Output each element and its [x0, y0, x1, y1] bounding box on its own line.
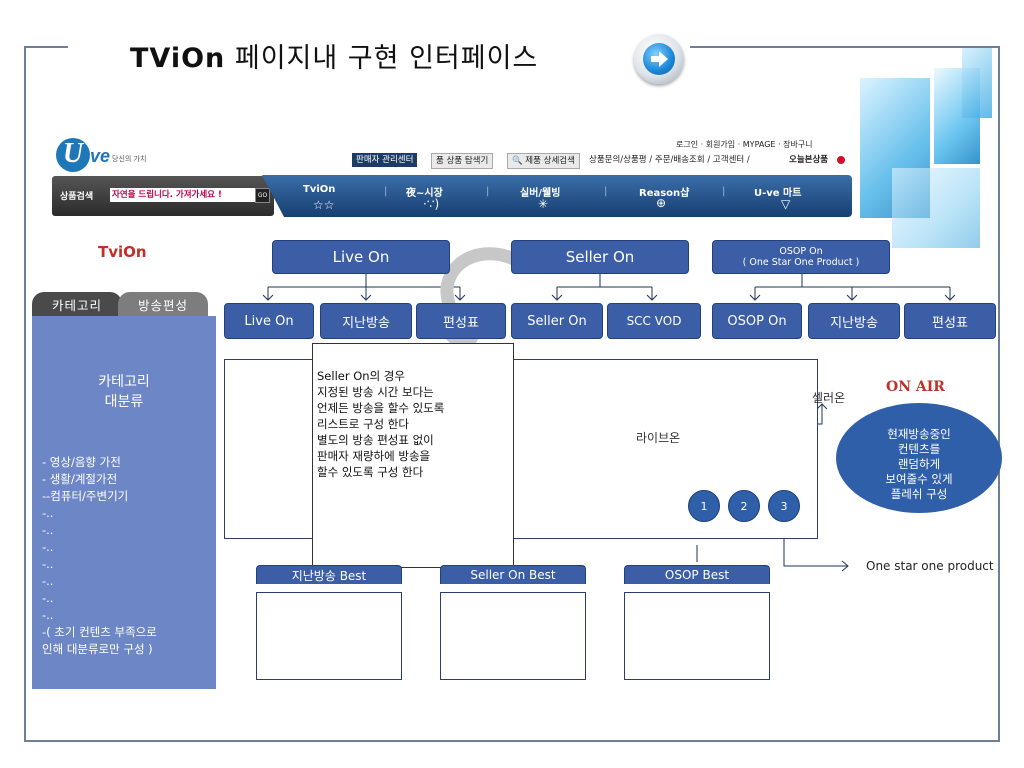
- osop-on-box[interactable]: OSOP On ( One Star One Product ): [712, 240, 890, 274]
- today-product-link[interactable]: 오늘본상품: [789, 155, 829, 165]
- next-arrow-button[interactable]: [634, 34, 684, 84]
- circle-1[interactable]: 1: [688, 490, 720, 522]
- nav-separator: |: [722, 186, 726, 197]
- search-bar: 상품검색 자연을 드립니다. 가져가세요 ! GO: [52, 176, 274, 216]
- nav-label: TviOn: [303, 184, 336, 195]
- nav-label: U-ve 마트: [754, 188, 802, 199]
- page-title: TViOn 페이지내 구현 인터페이스: [130, 36, 538, 75]
- frame-top-left: [24, 46, 68, 48]
- page-title-bold: TViOn: [130, 43, 226, 74]
- frame-bottom: [24, 740, 1000, 742]
- past-broadcast-best-tab[interactable]: 지난방송 Best: [256, 565, 402, 584]
- product-finder-button[interactable]: 품 상품 탐색기: [431, 153, 494, 169]
- nav-item-reason[interactable]: Reason샵: [639, 184, 689, 199]
- moon-icon: ·∵): [423, 197, 440, 211]
- note-line: 판매자 재량하에 방송을: [317, 449, 431, 463]
- seller-on-note: Seller On의 경우 지정된 방송 시간 보다는 언제든 방송을 할수 있…: [312, 343, 514, 568]
- osop-on-subtitle: ( One Star One Product ): [742, 257, 860, 268]
- page-title-rest: 페이지내 구현 인터페이스: [225, 43, 539, 74]
- seller-on-best-box[interactable]: [440, 592, 586, 680]
- osop-schedule-box[interactable]: 편성표: [904, 303, 996, 339]
- circle-2[interactable]: 2: [728, 490, 760, 522]
- detail-search-button[interactable]: 🔍 제품 상세검색: [507, 153, 580, 169]
- cart-icon: ▽: [781, 197, 791, 211]
- nav-separator: |: [486, 186, 490, 197]
- seller-center-button[interactable]: 판매자 관리센터: [352, 153, 418, 167]
- on-air-label: ON AIR: [886, 379, 945, 395]
- tvion-label: TviOn: [98, 243, 147, 261]
- frame-top-right: [690, 46, 1000, 48]
- circle-3[interactable]: 3: [768, 490, 800, 522]
- seller-on-label: 셀러온: [812, 391, 846, 405]
- past-broadcast-best-box[interactable]: [256, 592, 402, 680]
- tab-schedule[interactable]: 방송편성: [118, 292, 208, 316]
- nav-item-night-market[interactable]: 夜~시장: [406, 184, 443, 199]
- logo-tagline: 당신의 가치: [112, 155, 147, 163]
- decorative-cubes: [852, 48, 998, 248]
- nav-label: 夜~시장: [406, 188, 443, 199]
- scc-vod-box[interactable]: SCC VOD: [607, 303, 701, 339]
- note-line: 지정된 방송 시간 보다는: [317, 385, 434, 399]
- note-line: 리스트로 구성 한다: [317, 417, 409, 431]
- schedule-box[interactable]: 편성표: [416, 303, 506, 339]
- header-links[interactable]: 상품문의/상품평 / 주문/배송조회 / 고객센터 /: [589, 155, 750, 165]
- nav-separator: |: [384, 186, 388, 197]
- nav-item-uve-mart[interactable]: U-ve 마트: [754, 184, 801, 199]
- frame-right: [998, 46, 1000, 742]
- sidebar-category-list[interactable]: - 영상/음향 가전 - 생활/계절가전 --컴퓨터/주변기기 -.. -.. …: [42, 455, 157, 656]
- note-line: Seller On의 경우: [317, 369, 405, 383]
- today-product-icon: [837, 156, 845, 164]
- seller-on-best-tab[interactable]: Seller On Best: [440, 565, 586, 584]
- osop-on-title: OSOP On: [779, 246, 823, 257]
- on-air-oval: 현재방송중인 컨텐츠를 랜덤하게 보여줄수 있게 플레쉬 구성: [836, 403, 1002, 513]
- search-label: 상품검색: [60, 192, 94, 202]
- stars-icon: ☆☆: [313, 198, 335, 212]
- frame-left: [24, 46, 26, 742]
- seller-on-box[interactable]: Seller On: [511, 240, 689, 274]
- osop-on-sub-box[interactable]: OSOP On: [712, 303, 802, 339]
- on-air-description: 현재방송중인 컨텐츠를 랜덤하게 보여줄수 있게 플레쉬 구성: [885, 427, 953, 501]
- live-on-sub-box[interactable]: Live On: [224, 303, 314, 339]
- top-links[interactable]: 로그인 · 회원가입 · MYPAGE · 장바구니: [676, 140, 813, 149]
- note-line: 언제든 방송을 할수 있도록: [317, 401, 445, 415]
- search-input[interactable]: 자연을 드립니다. 가져가세요 !: [110, 188, 268, 202]
- sparkle-icon: ✳: [538, 197, 549, 211]
- logo-text: ve: [90, 146, 111, 166]
- nav-label: 실버/웰빙: [520, 188, 561, 199]
- nav-item-tvion[interactable]: TviOn: [303, 184, 335, 195]
- nav-bar: [262, 175, 852, 217]
- past-broadcast-box[interactable]: 지난방송: [320, 303, 412, 339]
- arrow-right-icon: [643, 43, 675, 75]
- globe-icon: ⊕: [656, 196, 667, 210]
- category-sidebar: 카테고리 대분류 - 영상/음향 가전 - 생활/계절가전 --컴퓨터/주변기기…: [32, 316, 216, 689]
- osop-past-broadcast-box[interactable]: 지난방송: [808, 303, 900, 339]
- osop-best-tab[interactable]: OSOP Best: [624, 565, 770, 584]
- sidebar-title: 카테고리 대분류: [98, 374, 150, 410]
- seller-on-sub-box[interactable]: Seller On: [511, 303, 603, 339]
- nav-item-silver[interactable]: 실버/웰빙: [520, 184, 560, 199]
- live-on-label: 라이브온: [636, 431, 681, 445]
- nav-label: Reason샵: [639, 188, 690, 199]
- osop-best-box[interactable]: [624, 592, 770, 680]
- tab-category[interactable]: 카테고리: [32, 292, 122, 316]
- nav-separator: |: [604, 186, 608, 197]
- osop-annotation: One star one product: [866, 559, 994, 573]
- note-line: 할수 있도록 구성 한다: [317, 465, 424, 479]
- note-line: 별도의 방송 편성표 없이: [317, 433, 434, 447]
- search-go-button[interactable]: GO: [255, 188, 270, 203]
- logo-icon[interactable]: U: [56, 138, 90, 172]
- live-on-box[interactable]: Live On: [272, 240, 450, 274]
